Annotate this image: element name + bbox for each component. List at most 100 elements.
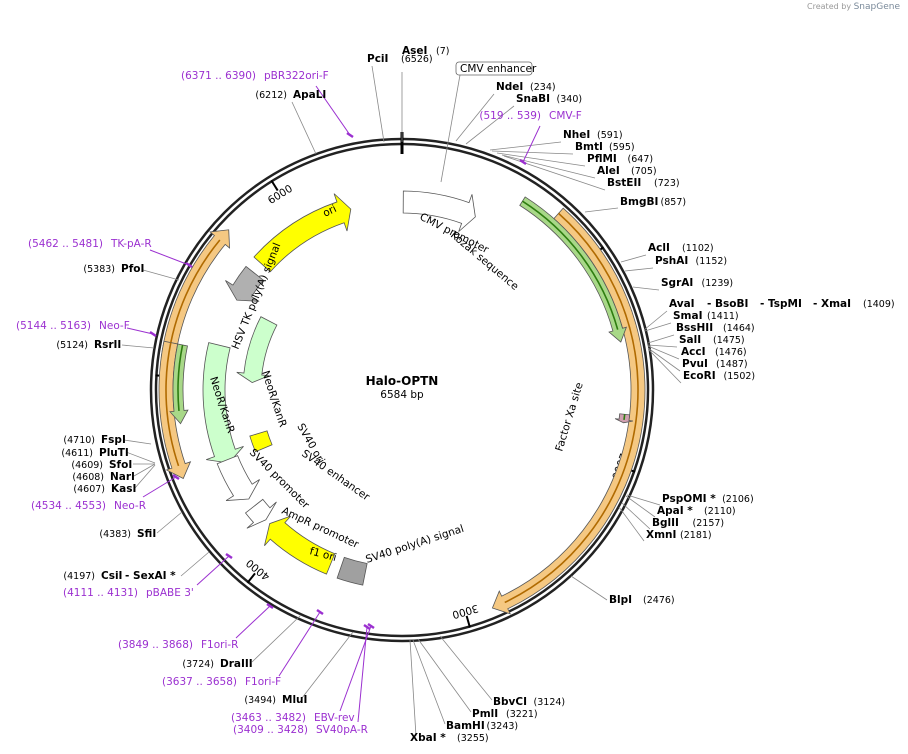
enzyme-position: (3255): [457, 733, 489, 744]
enzyme-extra-label: - TspMI: [760, 298, 802, 310]
enzyme-site[interactable]: NdeI(234): [496, 81, 556, 93]
primer-site[interactable]: (5462 .. 5481)TK-pA-R: [28, 238, 152, 250]
enzyme-leader: [301, 631, 354, 699]
enzyme-leader: [647, 334, 675, 344]
enzyme-site[interactable]: PshAI (1152): [655, 255, 727, 267]
enzyme-site[interactable]: (3724)DraIII: [182, 658, 252, 670]
watermark-prefix: Created by: [807, 2, 852, 11]
enzyme-leader: [133, 463, 156, 477]
enzyme-site[interactable]: (4197)CsiI: [63, 570, 122, 582]
enzyme-site[interactable]: SmaI(1411): [673, 310, 739, 322]
enzyme-site[interactable]: XmnI(2181): [646, 529, 712, 541]
enzyme-site[interactable]: SnaBI(340): [516, 93, 582, 105]
enzyme-site[interactable]: BmtI(595): [575, 141, 635, 153]
enzyme-position: (234): [530, 82, 556, 93]
enzyme-site[interactable]: AseI(7): [402, 45, 450, 57]
primer-name: F1ori-R: [201, 639, 238, 651]
primer-site[interactable]: (4534 .. 4553)Neo-R: [31, 500, 146, 512]
enzyme-site[interactable]: (6212)ApaLI: [255, 89, 326, 101]
enzyme-name: SnaBI: [516, 93, 550, 105]
primer-leader: [522, 125, 541, 163]
primer-leader: [149, 249, 190, 266]
enzyme-site[interactable]: (4710)FspI: [63, 434, 125, 446]
enzyme-site[interactable]: (4611)PluTI: [61, 447, 128, 459]
enzyme-name: BglII: [652, 517, 679, 529]
enzyme-leader: [489, 141, 562, 151]
enzyme-site[interactable]: BmgBI(857): [620, 196, 686, 208]
enzyme-leader: [455, 93, 495, 142]
enzyme-site[interactable]: BlpI(2476): [609, 594, 675, 606]
enzyme-name: BstEII: [607, 177, 641, 189]
enzyme-site[interactable]: ApaI * (2110): [657, 505, 736, 517]
enzyme-site[interactable]: BbvCI(3124): [493, 696, 565, 708]
enzyme-site[interactable]: PflMI(647): [587, 153, 653, 165]
enzyme-site[interactable]: SalI(1475): [679, 334, 745, 346]
feature-factor-xa: [614, 413, 633, 424]
enzyme-site[interactable]: (4607)KasI: [73, 483, 136, 495]
enzyme-site[interactable]: NheI(591): [563, 129, 623, 141]
callout-leader: [440, 74, 461, 183]
enzyme-name: SfoI: [109, 459, 132, 471]
enzyme-site[interactable]: (5383)PfoI: [83, 263, 144, 275]
enzyme-leader: [501, 154, 596, 179]
enzyme-name: SalI: [679, 334, 701, 346]
enzyme-leader: [291, 101, 317, 155]
tick-label: 6000: [266, 183, 295, 207]
feature-sv40-promoter: [216, 455, 260, 501]
tick-mark: [270, 179, 279, 192]
feature-neo-outer2: [158, 340, 192, 480]
enzyme-site[interactable]: (4608)NarI: [72, 471, 135, 483]
primer-site[interactable]: (6371 .. 6390)pBR322ori-F: [181, 70, 329, 82]
enzyme-site[interactable]: AccI(1476): [681, 346, 747, 358]
enzyme-position: (1152): [696, 256, 728, 267]
enzyme-name: SgrAI: [661, 277, 693, 289]
enzyme-leader: [134, 464, 156, 489]
feature-neor-kanr-green: [169, 343, 189, 425]
enzyme-site[interactable]: XbaI * (3255): [410, 732, 489, 744]
enzyme-name: BbvCI: [493, 696, 527, 708]
enzyme-name: AvaI: [669, 298, 695, 310]
enzyme-site[interactable]: (3494)MluI: [244, 694, 307, 706]
enzyme-leader: [412, 639, 446, 725]
enzyme-site[interactable]: (5124)RsrII: [56, 339, 121, 351]
primer-site[interactable]: (3463 .. 3482)EBV-rev: [231, 712, 355, 724]
enzyme-name: FspI: [101, 434, 126, 446]
enzyme-site[interactable]: BamHI(3243): [446, 720, 518, 732]
primer-site[interactable]: (3409 .. 3428)SV40pA-R: [233, 724, 368, 736]
primer-site[interactable]: (4111 .. 4131)pBABE 3': [63, 587, 194, 599]
enzyme-name: ApaI *: [657, 505, 693, 517]
enzyme-site[interactable]: PspOMI *(2106): [662, 493, 754, 505]
enzyme-name: BamHI: [446, 720, 485, 732]
enzyme-position: (1102): [682, 243, 714, 254]
enzyme-position: (2110): [704, 506, 736, 517]
enzyme-site[interactable]: BglII(2157): [652, 517, 724, 529]
enzyme-site[interactable]: BstEII(723): [607, 177, 680, 189]
enzyme-name: XbaI *: [410, 732, 446, 744]
enzyme-site[interactable]: AclI(1102): [648, 242, 714, 254]
primer-marker: [346, 131, 354, 139]
enzyme-site[interactable]: PciI(6526): [367, 53, 433, 65]
enzyme-position: (4608): [72, 472, 104, 483]
enzyme-site[interactable]: AleI(705): [597, 165, 657, 177]
enzyme-site[interactable]: PvuI(1487): [682, 358, 748, 370]
primer-range: (4534 .. 4553): [31, 500, 106, 512]
primer-marker: [367, 622, 375, 630]
primer-site[interactable]: (5144 .. 5163)Neo-F: [16, 320, 130, 332]
enzyme-site[interactable]: PmlI(3221): [472, 708, 538, 720]
primer-site[interactable]: (3849 .. 3868)F1ori-R: [118, 639, 238, 651]
primer-site[interactable]: (519 .. 539)CMV-F: [479, 110, 581, 122]
enzyme-site[interactable]: AvaI: [669, 298, 695, 310]
enzyme-site[interactable]: (4383)SfiI: [99, 528, 156, 540]
enzyme-site[interactable]: SgrAI(1239): [661, 277, 733, 289]
enzyme-site[interactable]: BssHII(1464): [676, 322, 755, 334]
primer-site[interactable]: (3637 .. 3658)F1ori-F: [162, 676, 281, 688]
enzyme-name: PfoI: [121, 263, 144, 275]
enzyme-position: (3494): [244, 695, 276, 706]
enzyme-name: PshAI: [655, 255, 688, 267]
enzyme-name: XmnI: [646, 529, 676, 541]
plasmid-name: Halo-OPTN: [366, 374, 439, 388]
enzyme-leader: [439, 635, 493, 701]
primer-leader: [315, 85, 351, 136]
enzyme-site[interactable]: EcoRI(1502): [683, 370, 755, 382]
enzyme-site[interactable]: (4609)SfoI: [71, 459, 132, 471]
